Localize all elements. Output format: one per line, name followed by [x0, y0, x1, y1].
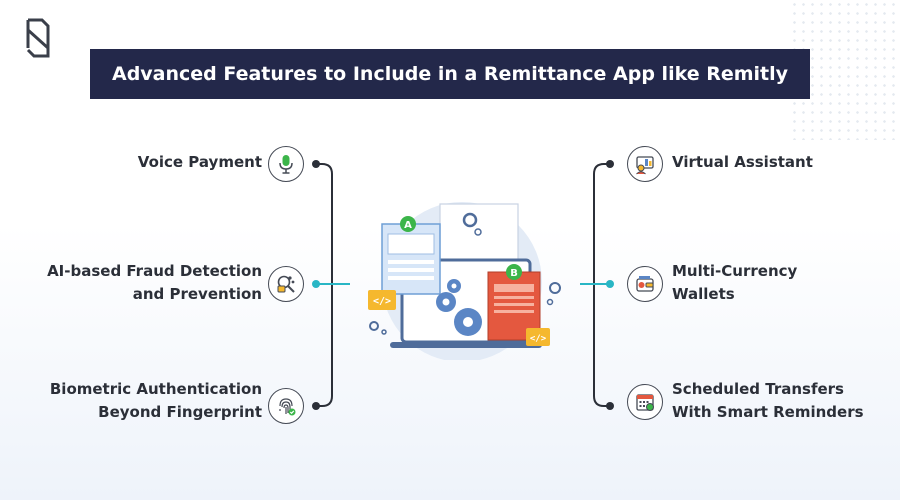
feature-multi-currency: Multi-Currency Wallets — [672, 262, 798, 303]
feature-voice-payment: Voice Payment — [137, 153, 262, 171]
badge-a-circle — [400, 216, 416, 232]
wallet-icon — [636, 276, 654, 292]
brand-logo — [26, 18, 50, 58]
connector-dot — [606, 402, 614, 410]
badge-b-circle — [506, 264, 522, 280]
laptop-base — [390, 342, 542, 348]
connector-dot — [312, 402, 320, 410]
feature-icon-badge — [268, 146, 304, 182]
feature-scheduled-transfers: Scheduled Transfers With Smart Reminders — [672, 380, 864, 421]
code-tag-right — [526, 328, 550, 346]
gear-group — [436, 279, 482, 336]
feature-virtual-assistant: Virtual Assistant — [672, 153, 813, 171]
feature-icon-badge — [627, 384, 663, 420]
feature-icon-badge — [268, 266, 304, 302]
feature-fraud-detection: AI-based Fraud Detection and Prevention — [47, 262, 262, 303]
badge-b-label: B — [510, 268, 518, 279]
virtual-assistant-icon — [636, 156, 654, 175]
fraud-detection-icon — [277, 275, 295, 293]
code-tag-left — [368, 290, 396, 310]
connector-dot — [312, 160, 320, 168]
central-illustration: A B </> </> — [368, 202, 561, 360]
fingerprint-icon — [279, 398, 296, 416]
code-tag-right-label: </> — [530, 334, 547, 344]
feature-icon-badge — [268, 388, 304, 424]
calendar-icon — [636, 394, 654, 411]
feature-icon-badge — [627, 266, 663, 302]
connector-dot — [606, 160, 614, 168]
feature-biometric-auth: Biometric Authentication Beyond Fingerpr… — [49, 380, 262, 421]
connector-dot — [312, 280, 320, 288]
code-tag-left-label: </> — [373, 296, 391, 307]
back-window — [439, 203, 519, 261]
title-banner: Advanced Features to Include in a Remitt… — [90, 49, 810, 99]
badge-a-label: A — [404, 220, 412, 231]
feature-icon-badge — [627, 146, 663, 182]
microphone-icon — [279, 155, 293, 174]
connector-dot — [606, 280, 614, 288]
page-title: Advanced Features to Include in a Remitt… — [111, 63, 789, 85]
